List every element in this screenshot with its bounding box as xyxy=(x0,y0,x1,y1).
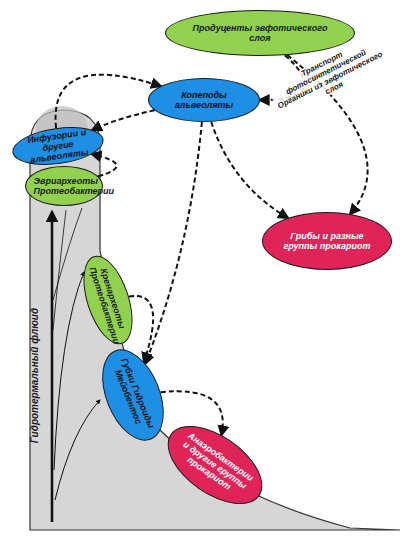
fluid-line xyxy=(53,210,66,330)
flow-arrow xyxy=(92,154,117,176)
fluid-arrow xyxy=(51,212,54,522)
fluid-arrow xyxy=(55,400,100,500)
fluid-label: Гидротермальный флюид xyxy=(29,307,40,442)
flow-arrow xyxy=(145,122,202,364)
flow-arrow xyxy=(211,122,288,218)
node-text: Грибы и разные группы прокариот xyxy=(276,231,378,251)
node-text: Копеподы альвеоляты xyxy=(160,90,248,110)
node-text: Эвриархеоты Протеобактерии xyxy=(34,176,95,196)
flow-arrow xyxy=(92,110,154,130)
decomposer-ellipse: Грибы и разные группы прокариот xyxy=(262,212,392,270)
fluid-line xyxy=(53,208,82,300)
producer-ellipse: Эвриархеоты Протеобактерии xyxy=(25,166,103,206)
node-text: Продуценты эвфотического слоя xyxy=(185,23,335,43)
producer-ellipse: Продуценты эвфотического слоя xyxy=(165,10,355,56)
fluid-arrow xyxy=(54,272,84,470)
consumer-ellipse: Копеподы альвеоляты xyxy=(148,78,260,122)
flow-arrow xyxy=(56,75,161,128)
node-text: Губки Гидроиды Мейобентос xyxy=(110,356,157,433)
